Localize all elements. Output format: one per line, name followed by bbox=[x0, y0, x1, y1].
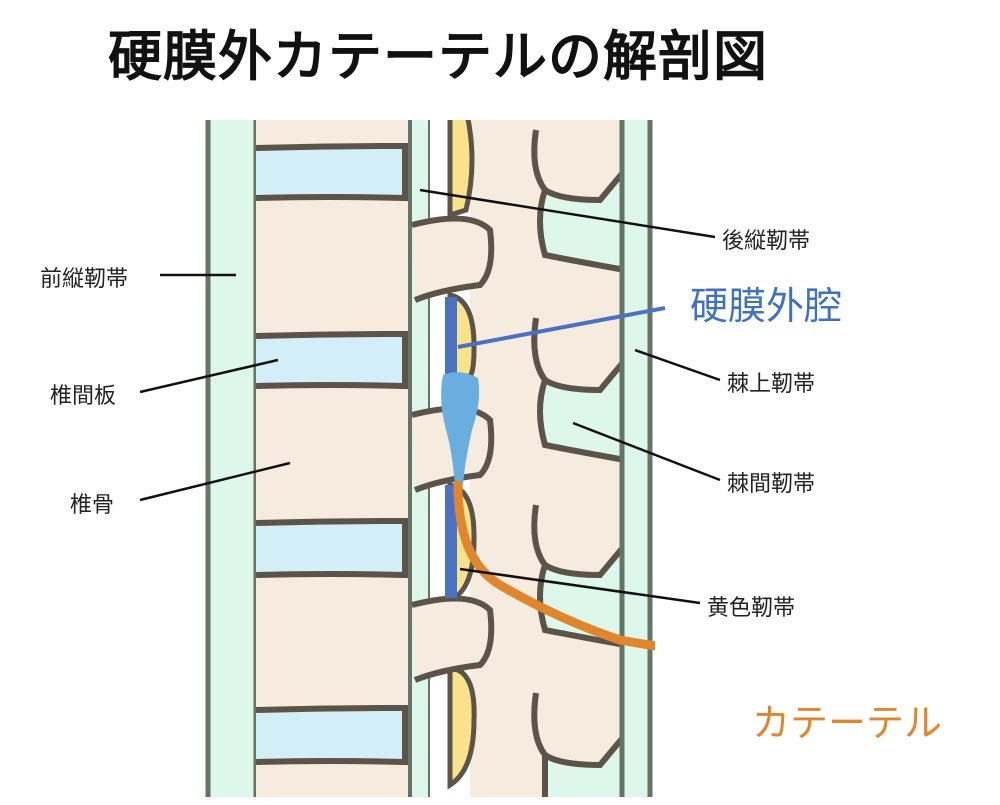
label-supraspinous-ligament: 棘上靭帯 bbox=[727, 372, 816, 397]
label-ligamentum-flavum: 黄色靭帯 bbox=[707, 596, 796, 621]
anesthetic-spread bbox=[441, 372, 480, 485]
page-title: 硬膜外カテーテルの解剖図 bbox=[108, 25, 768, 88]
label-posterior-longitudinal-ligament: 後縦靭帯 bbox=[722, 229, 811, 254]
label-vertebra: 椎骨 bbox=[70, 493, 115, 518]
catheter-line bbox=[453, 480, 655, 651]
label-interspinous-ligament: 棘間靭帯 bbox=[727, 472, 816, 497]
leader-lines bbox=[139, 188, 721, 605]
intervertebral-discs bbox=[255, 142, 408, 766]
vertebral-column bbox=[256, 120, 412, 797]
label-intervertebral-disc: 椎間板 bbox=[50, 384, 117, 409]
epidural-space-marker bbox=[445, 297, 457, 379]
label-catheter: カテーテル bbox=[752, 701, 943, 745]
label-epidural-space: 硬膜外腔 bbox=[690, 284, 843, 328]
label-anterior-longitudinal-ligament: 前縦靭帯 bbox=[40, 267, 129, 292]
anterior-longitudinal-ligament bbox=[205, 120, 259, 797]
supraspinous-ligament bbox=[619, 120, 653, 797]
